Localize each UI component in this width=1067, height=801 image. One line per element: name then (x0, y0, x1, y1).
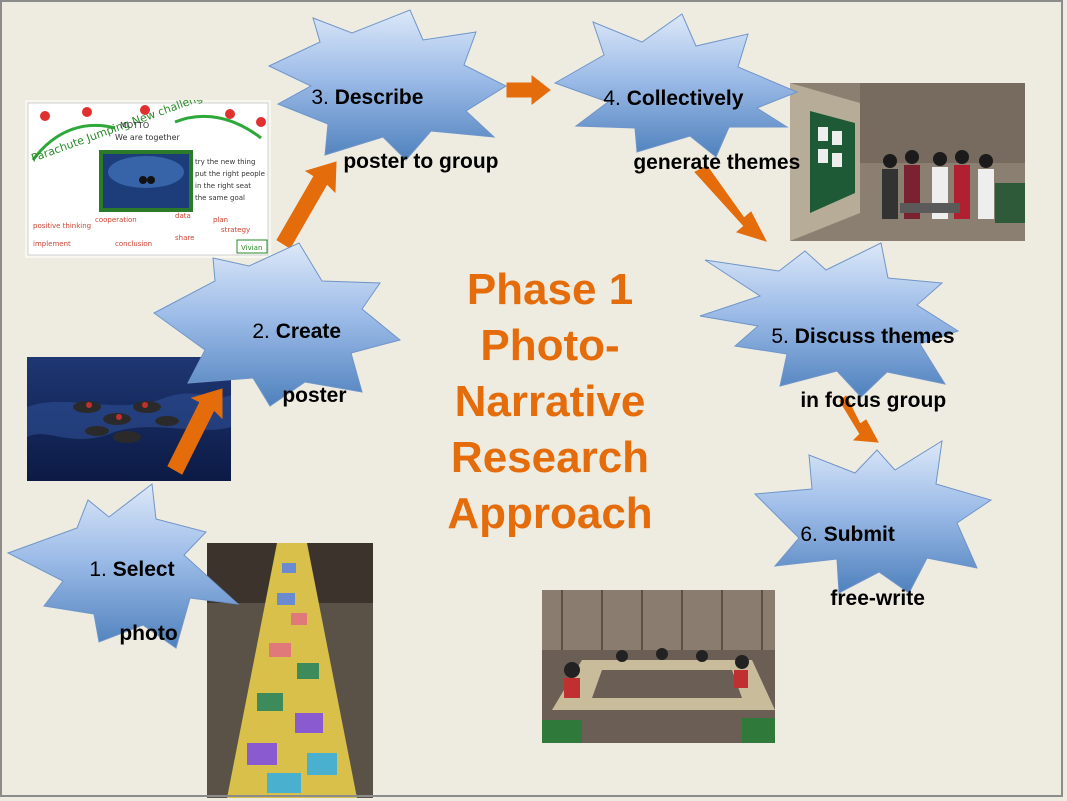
poster-bottom-8: conclusion (115, 240, 152, 248)
poster-bottom-6: implement (33, 240, 71, 248)
arrow-4-to-5 (694, 165, 767, 242)
step-6-number: 6. (800, 523, 818, 546)
arrow-3-to-4 (506, 74, 551, 106)
step-5-number: 5. (771, 325, 789, 348)
poster-sign: Vivian (241, 244, 262, 252)
title-line-4: Research (450, 433, 650, 482)
step-2-line1: Create (275, 320, 342, 343)
poster-right-3: in the right seat (195, 182, 251, 190)
step-5-line1: Discuss themes (794, 325, 955, 348)
poster-bottom-1: positive thinking (33, 222, 91, 230)
poster-right-2: put the right people (195, 170, 265, 178)
step-4-line2: generate themes (633, 151, 801, 174)
step-3-number: 3. (311, 86, 329, 109)
poster-bottom-2: cooperation (95, 216, 137, 224)
poster-bottom-5: strategy (221, 226, 250, 234)
step-1-number: 1. (89, 558, 107, 581)
step-6-label: 6. Submit free-write (777, 487, 925, 647)
poster-motto: MOTTO (120, 121, 149, 130)
title-line-5: Approach (447, 489, 653, 538)
poster-bottom-4: plan (213, 216, 228, 224)
poster-bottom-7: share (175, 234, 194, 242)
step-2-label: 2. Create poster (229, 284, 347, 444)
diagram-title: Phase 1 Photo- Narrative Research Approa… (400, 262, 700, 542)
step-1-line1: Select (112, 558, 175, 581)
step-5-line2: in focus group (800, 389, 947, 412)
star-step-4 (553, 13, 799, 158)
poster-bottom-3: data (175, 212, 191, 220)
arrow-5-to-6 (839, 395, 879, 443)
step-3-line2: poster to group (343, 150, 499, 173)
step-4-number: 4. (603, 87, 621, 110)
star-step-6 (753, 440, 993, 594)
focus-group-photo (542, 590, 775, 743)
star-step-2 (153, 242, 402, 407)
photo-table-photo (207, 543, 373, 798)
step-4-line1: Collectively (626, 87, 744, 110)
step-1-label: 1. Select photo (66, 522, 178, 682)
title-line-2: Photo- (480, 321, 620, 370)
star-step-1 (6, 483, 240, 649)
poster-right-4: the same goal (195, 194, 245, 202)
poster-right-1: try the new thing (195, 158, 255, 166)
star-step-3 (267, 9, 508, 161)
arrow-1-to-2 (167, 388, 223, 475)
poster-motto-line: We are together (115, 133, 181, 142)
step-2-number: 2. (252, 320, 270, 343)
step-4-label: 4. Collectively generate themes (580, 51, 800, 211)
step-2-line2: poster (282, 384, 347, 407)
step-6-line1: Submit (823, 523, 895, 546)
poster-photo: Parachute Jumping New challenge MOTTO We… (25, 100, 271, 258)
step-3-label: 3. Describe poster to group (288, 50, 499, 210)
title-line-1: Phase 1 (466, 265, 634, 314)
step-6-line2: free-write (830, 587, 925, 610)
step-5-label: 5. Discuss themes in focus group (748, 289, 955, 449)
classroom-photo (790, 83, 1025, 241)
step-1-line2: photo (119, 622, 178, 645)
title-line-3: Narrative (454, 377, 646, 426)
arrow-2-to-3 (276, 161, 337, 249)
star-step-5 (699, 242, 960, 398)
step-3-line1: Describe (334, 86, 424, 109)
